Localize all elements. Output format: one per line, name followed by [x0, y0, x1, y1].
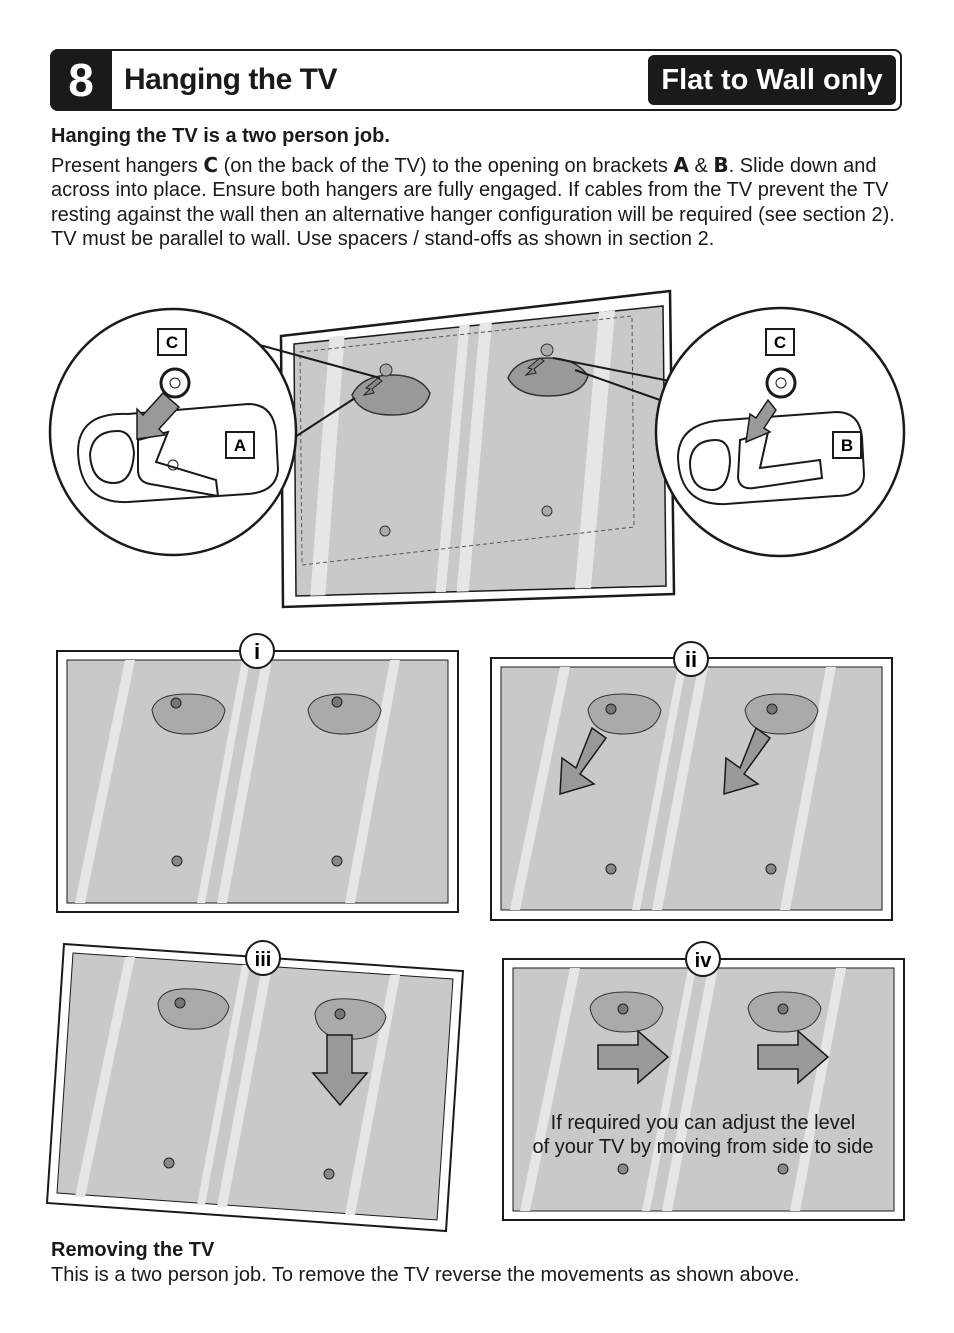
arrow-down-left-1 [559, 726, 608, 796]
tv-back-panel [279, 289, 676, 609]
intro-text-1: Present hangers [51, 154, 204, 177]
intro-text-2: (on the back of the TV) to the opening o… [218, 154, 674, 177]
intro-paragraph: Present hangers C (on the back of the TV… [51, 153, 921, 228]
intro-heading: Hanging the TV is a two person job. [51, 125, 390, 147]
intro-amp: & [688, 154, 714, 177]
detail-circle-left: C A [48, 307, 381, 557]
step-number: 8 [50, 49, 112, 111]
removing-text: This is a two person job. To remove the … [51, 1263, 800, 1286]
tv-hanger-right [507, 357, 589, 397]
hanger-letter: C [203, 152, 219, 177]
label-c-left: C [166, 333, 178, 352]
step-label-iii: iii [255, 949, 272, 971]
removing-section: Removing the TV This is a two person job… [51, 1238, 931, 1287]
arrow-down [311, 1034, 369, 1107]
arrow-right-1 [597, 1029, 670, 1085]
label-a: A [234, 436, 246, 455]
intro-line2: TV must be parallel to wall. Use spacers… [51, 228, 715, 250]
step-label-iv: iv [695, 950, 713, 972]
detail-circle-right: C B [552, 306, 906, 558]
panel-ii: ii [490, 641, 893, 921]
tv-hanger-left [351, 374, 431, 416]
intro-text-3: . Slide down and across into place. Ensu… [51, 154, 895, 226]
step-label-i: i [254, 639, 260, 664]
panel-i: i [56, 633, 459, 913]
removing-heading: Removing the TV [51, 1239, 215, 1261]
panel-iv: If required you can adjust the level of … [502, 941, 905, 1221]
bracket-b-letter: B [713, 152, 729, 177]
iv-note-line1: If required you can adjust the level [551, 1112, 856, 1134]
step-label-ii: ii [685, 647, 697, 672]
panel-iii: iii [45, 940, 465, 1233]
label-b: B [841, 436, 853, 455]
arrow-down-left-2 [723, 726, 772, 796]
label-c-right: C [774, 333, 786, 352]
iv-note-line2: of your TV by moving from side to side [533, 1136, 874, 1158]
arrow-right-2 [757, 1029, 830, 1085]
step-title: Hanging the TV [124, 63, 338, 96]
step-header: 8 Hanging the TV Flat to Wall only [50, 49, 902, 111]
mount-type-badge: Flat to Wall only [648, 55, 896, 105]
intro-text: Hanging the TV is a two person job. Pres… [51, 124, 921, 252]
bracket-a-letter: A [673, 152, 689, 177]
